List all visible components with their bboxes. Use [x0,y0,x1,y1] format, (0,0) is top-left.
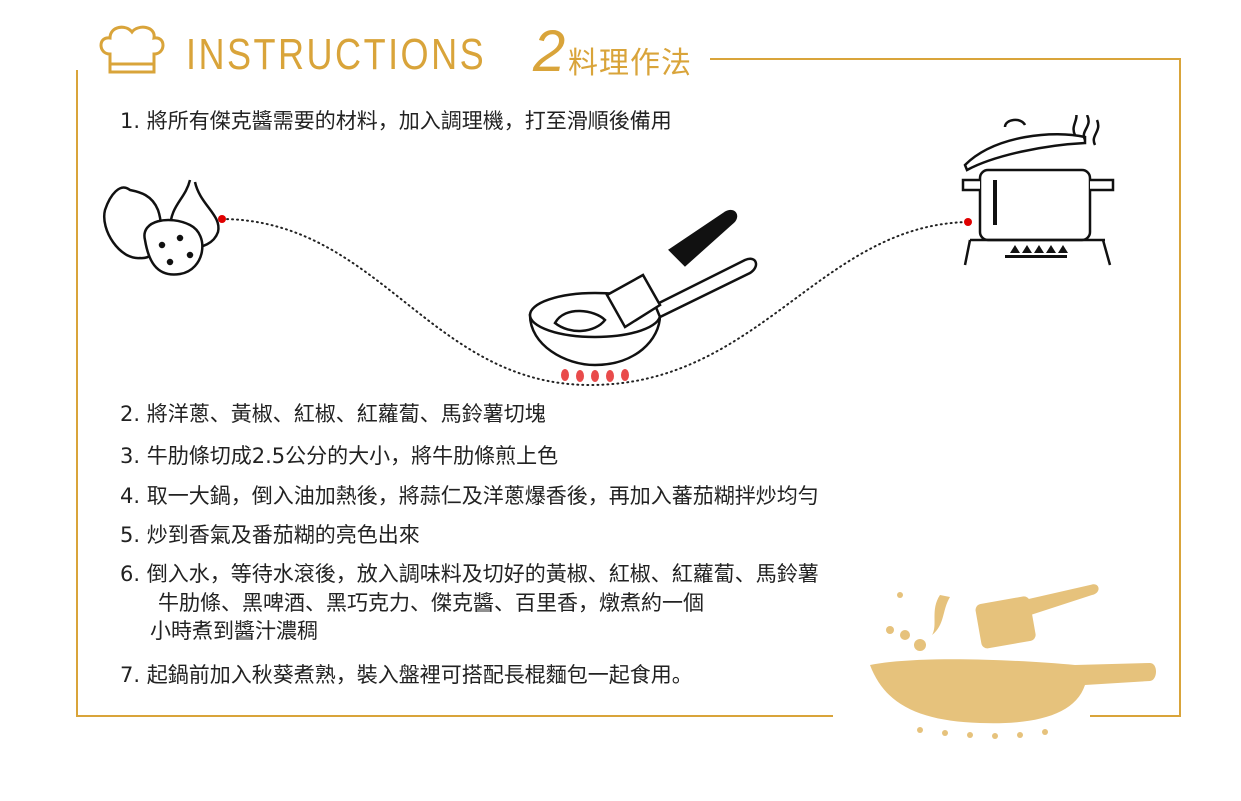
step-7: 7. 起鍋前加入秋葵煮熟，裝入盤裡可搭配長棍麵包一起食用。 [120,663,693,687]
title-zh: 料理作法 [568,46,692,81]
step-1: 1. 將所有傑克醬需要的材料，加入調理機，打至滑順後備用 [120,109,672,133]
decorative-pan-illustration [870,584,1156,739]
title-en: INSTRUCTIONS [186,30,487,79]
flame-icon [561,369,629,382]
step-number: 2 [533,19,566,84]
step-4: 4. 取一大鍋，倒入油加熱後，將蒜仁及洋蔥爆香後，再加入蕃茄糊拌炒均勻 [120,484,819,508]
path-start-dot [218,215,226,223]
path-end-dot [964,218,972,226]
title-rule [710,58,1181,60]
step-3: 3. 牛肋條切成2.5公分的大小，將牛肋條煎上色 [120,444,559,468]
step-5: 5. 炒到香氣及番茄糊的亮色出來 [120,523,420,547]
step-6: 6. 倒入水，等待水滾後，放入調味料及切好的黃椒、紅椒、紅蘿蔔、馬鈴薯 [120,562,819,586]
vegetables-icon [102,179,220,276]
frame-gap-top [70,40,710,70]
step-6-line-2: 牛肋條、黑啤酒、黑巧克力、傑克醬、百里香，燉煮約一個 [158,591,704,615]
step-6-line-3: 小時煮到醬汁濃稠 [150,619,318,643]
chef-hat-icon [99,25,165,74]
step-2: 2. 將洋蔥、黃椒、紅椒、紅蘿蔔、馬鈴薯切塊 [120,402,546,426]
stock-pot-icon [961,115,1115,266]
frying-pan-icon [528,209,758,382]
